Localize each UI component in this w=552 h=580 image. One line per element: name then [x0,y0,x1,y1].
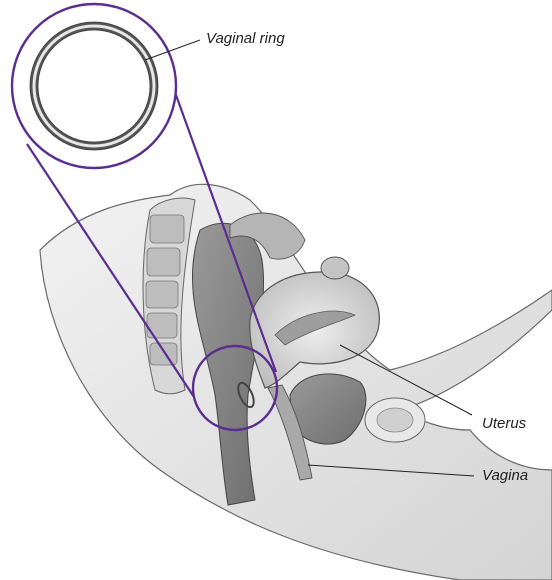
label-vagina: Vagina [482,467,528,484]
label-uterus: Uterus [482,415,526,432]
label-vaginal-ring: Vaginal ring [206,30,285,47]
ovary [321,257,349,279]
